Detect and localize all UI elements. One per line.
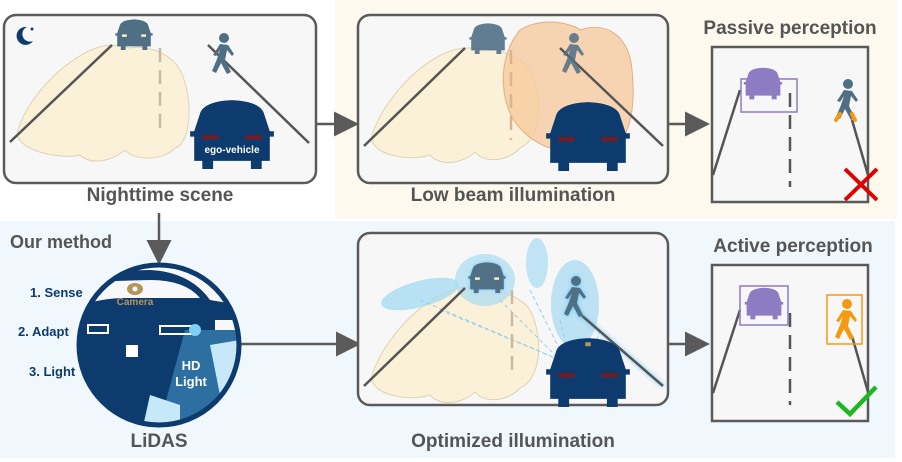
car-bounding-box xyxy=(739,285,789,326)
optimized-scene xyxy=(356,231,670,407)
step-sense: 1. Sense xyxy=(30,285,83,300)
step-light: 3. Light xyxy=(29,364,76,379)
road-left-edge xyxy=(9,44,113,143)
low-beam-scene xyxy=(356,13,670,185)
method-title: Our method xyxy=(10,232,112,252)
low-beam-pattern xyxy=(17,44,190,162)
car-bounding-box xyxy=(740,78,798,113)
oncoming-car-icon xyxy=(468,262,506,293)
active-perception-view xyxy=(710,263,878,423)
optimized-caption: Optimized illumination xyxy=(411,431,615,452)
nighttime-caption: Nighttime scene xyxy=(87,185,234,206)
check-icon xyxy=(835,385,878,418)
camera-label: Camera xyxy=(117,297,154,308)
ego-vehicle-label: ego-vehicle xyxy=(204,145,259,156)
passive-perception-view xyxy=(710,45,879,204)
lidas-caption: LiDAS xyxy=(131,431,188,452)
nighttime-scene xyxy=(2,13,318,185)
ego-vehicle-icon xyxy=(190,100,274,169)
oncoming-car-icon xyxy=(115,19,153,50)
adaptive-spot xyxy=(381,277,459,311)
pedestrian-bounding-box xyxy=(826,294,863,345)
optimized-beam-pattern xyxy=(371,286,540,403)
car-detection-icon xyxy=(743,67,783,100)
step-adapt: 2. Adapt xyxy=(18,324,69,339)
cross-icon xyxy=(843,167,879,202)
hd-light-icon xyxy=(189,324,201,336)
active-perception-title: Active perception xyxy=(713,236,872,257)
hd-light-label-line2: Light xyxy=(175,374,207,389)
road-left-edge xyxy=(363,47,466,147)
ego-vehicle-icon xyxy=(546,102,630,171)
camera-icon xyxy=(127,283,143,295)
pedestrian-icon xyxy=(834,79,858,122)
hd-light-label-line1: HD xyxy=(182,358,201,373)
oncoming-car-icon xyxy=(469,23,507,54)
ego-vehicle-icon xyxy=(546,338,630,407)
adaptive-spot xyxy=(526,238,548,288)
car-detection-icon xyxy=(744,287,784,320)
road-right-edge xyxy=(559,47,664,147)
lidas-lens xyxy=(76,262,242,428)
low-beam-caption: Low beam illumination xyxy=(411,185,616,206)
moon-icon xyxy=(16,26,34,45)
passive-perception-title: Passive perception xyxy=(703,18,876,39)
